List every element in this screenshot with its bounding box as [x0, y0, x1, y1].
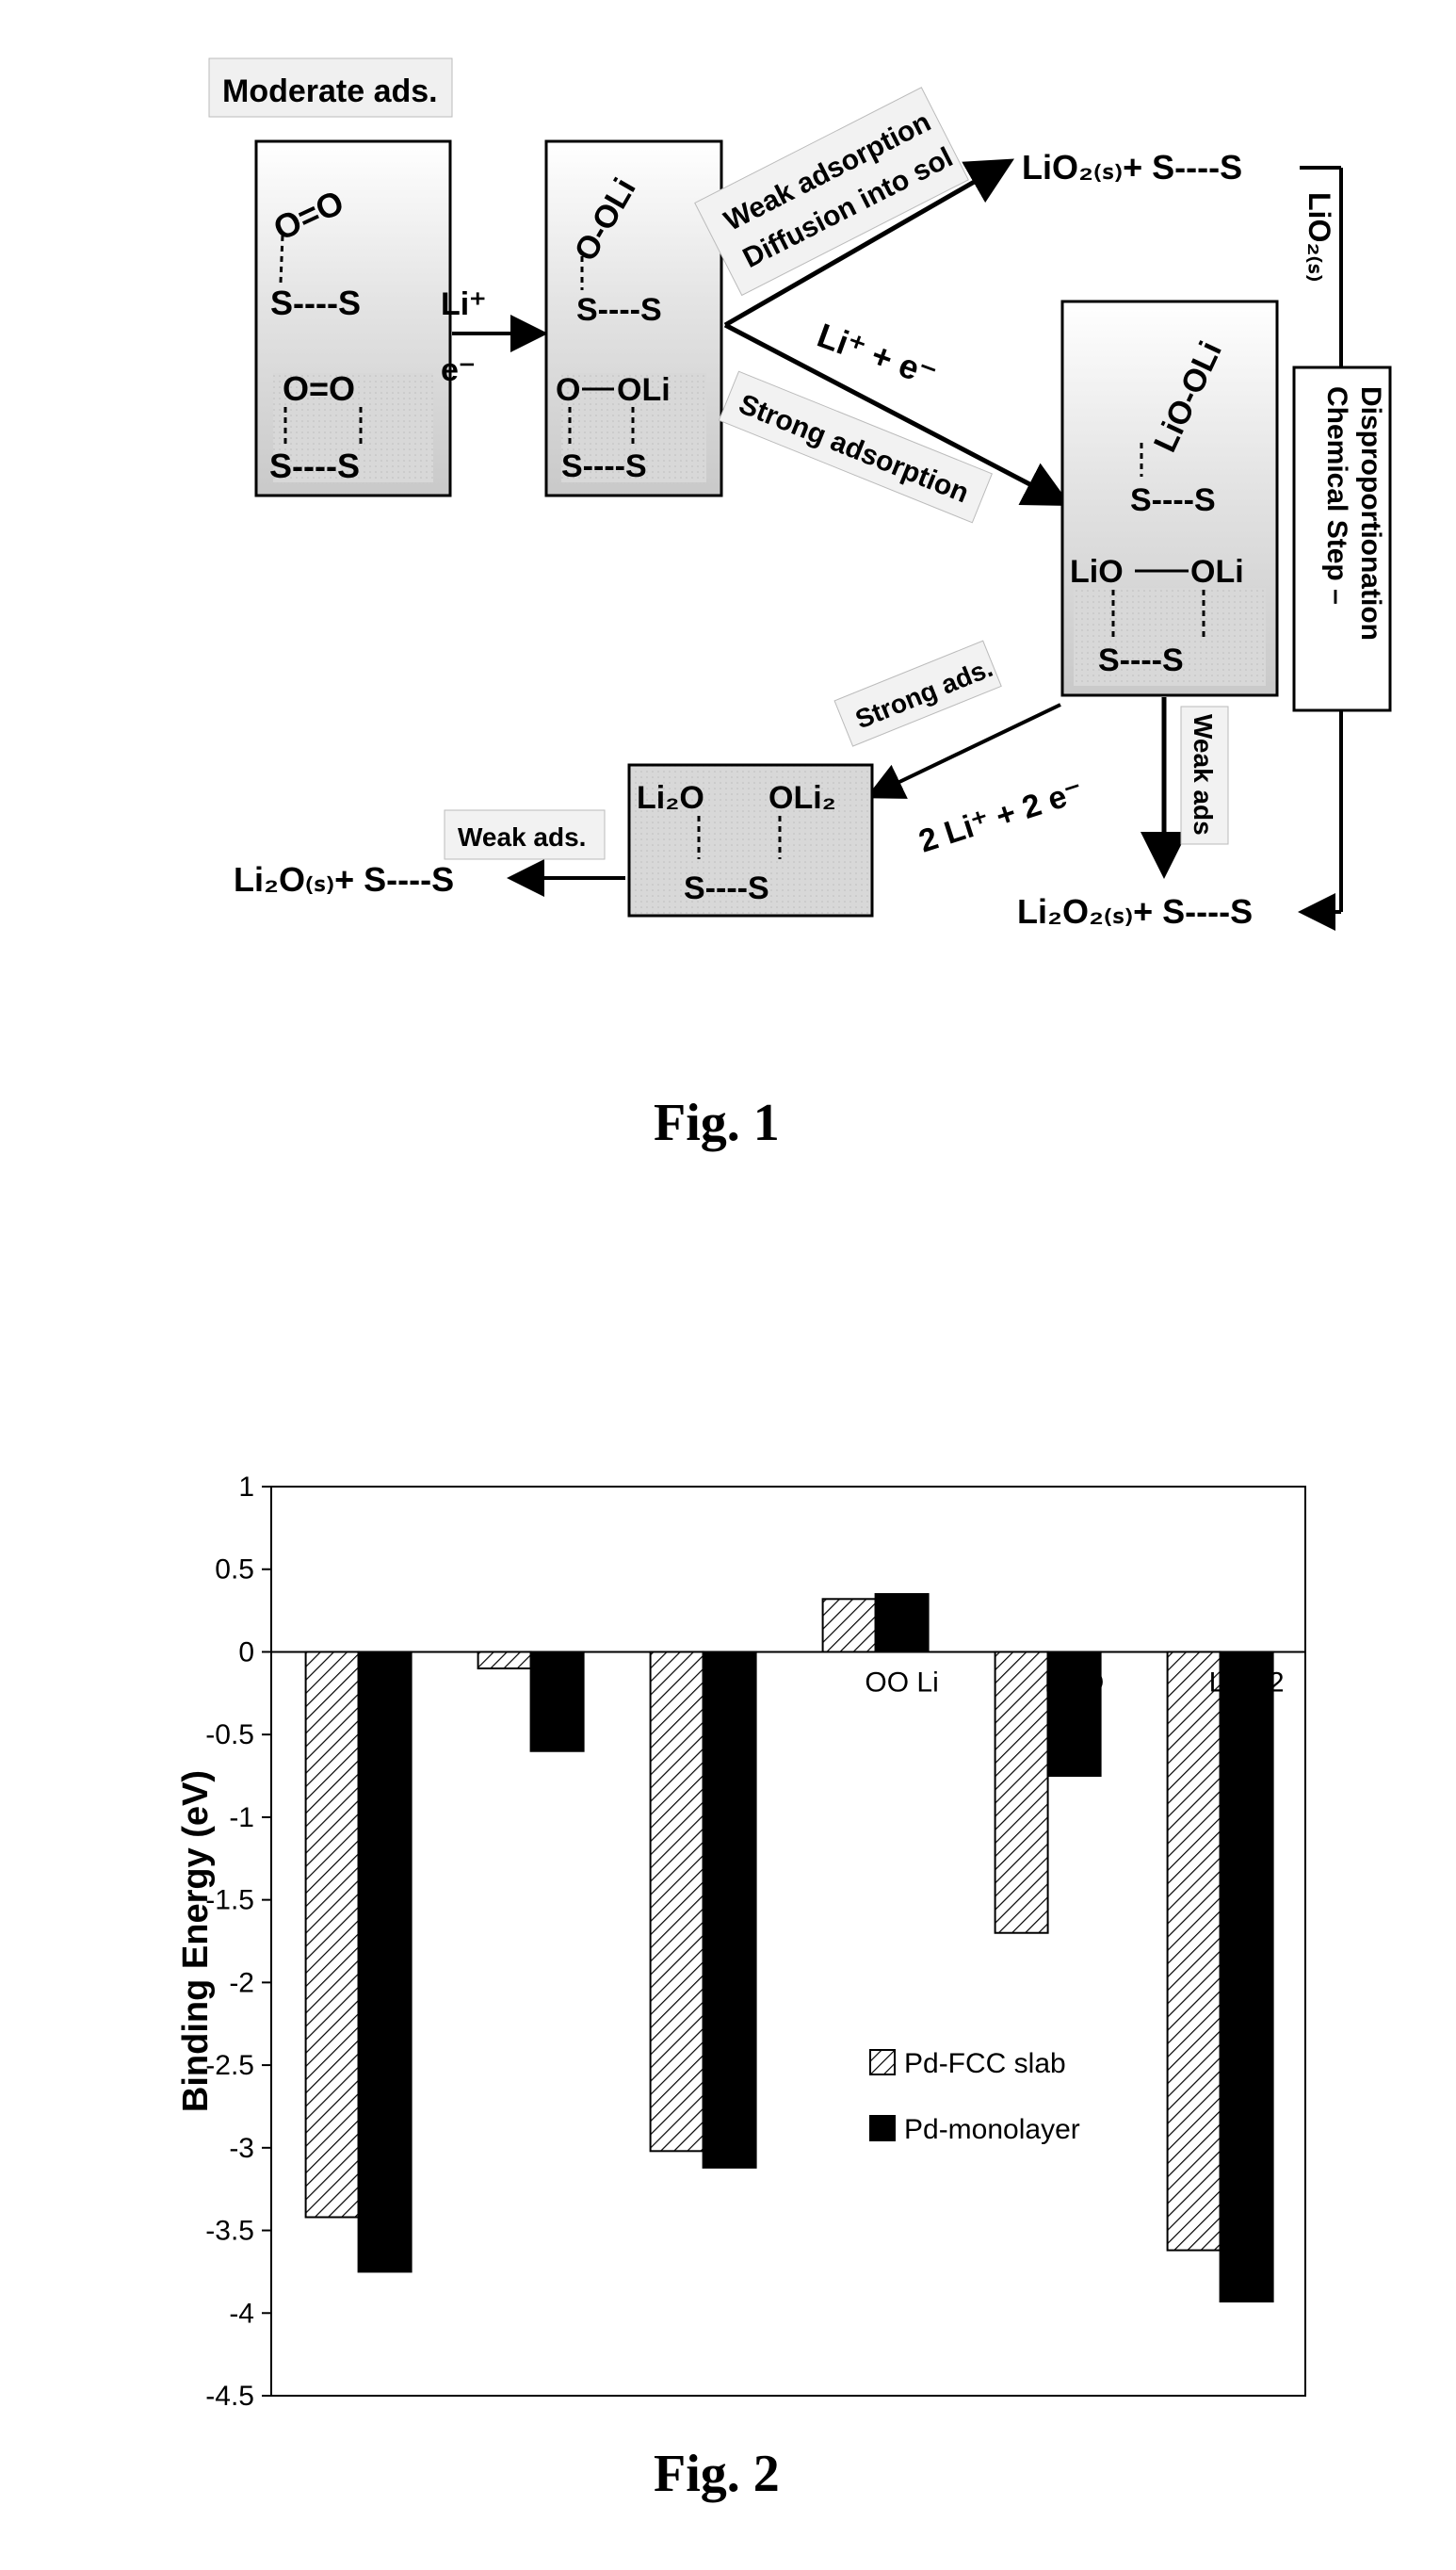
li2o-product-label: Li₂O₍ₛ₎+ S----S [234, 860, 454, 899]
bar-pd-fcc-slab [478, 1651, 531, 1668]
weak-ads-tag: Weak ads. [445, 810, 605, 859]
y-tick-label: -4 [229, 2298, 254, 2329]
li2o2-product-label: Li₂O₂₍ₛ₎+ S----S [1017, 892, 1253, 931]
box-o2-adsorbed: O=O S----S O=O S----S [256, 141, 450, 496]
oli-label: OLi [617, 372, 671, 408]
y-tick-label: 1 [238, 1472, 254, 1503]
category-label: O Li [704, 1667, 755, 1698]
arrow-li-e-step1: Li⁺ e⁻ [441, 286, 537, 388]
two-li-two-e-label: 2 Li⁺ + 2 e⁻ [914, 773, 1087, 860]
bar-pd-fcc-slab [651, 1651, 704, 2151]
lio2-product-label: LiO₂₍ₛ₎+ S----S [1022, 148, 1242, 187]
category-label: Li2O [1044, 1667, 1104, 1698]
figure2-caption: Fig. 2 [654, 2444, 780, 2504]
bar-pd-fcc-slab [306, 1651, 359, 2217]
s-s-label-box3: S----S [1130, 482, 1216, 518]
y-tick-label: 0.5 [215, 1554, 254, 1586]
box-lio2-adsorbed: O-OLi S----S O OLi S----S [546, 141, 721, 496]
figure1-caption: Fig. 1 [654, 1093, 780, 1153]
weak-ads-label: Weak ads. [458, 822, 586, 852]
s-s-label-box4: S----S [684, 870, 769, 906]
legend-swatch [870, 2050, 895, 2074]
legend-label: Pd-monolayer [904, 2114, 1080, 2145]
s-s-bridge-box2: S----S [561, 448, 647, 484]
reaction-scheme-diagram: Moderate ads. O=O S----S O=O S----S Li⁺ … [0, 0, 1456, 1036]
oli-label-box3: OLi [1190, 554, 1244, 590]
bar-pd-monolayer [1221, 1651, 1273, 2302]
moderate-ads-tag: Moderate ads. [209, 58, 452, 117]
bar-pd-monolayer [876, 1594, 929, 1651]
bar-pd-monolayer [1048, 1651, 1101, 1776]
category-label: OO Li [865, 1667, 938, 1698]
y-tick-label: -3.5 [205, 2216, 254, 2247]
weak-ads-vertical-label: Weak ads [1189, 714, 1218, 836]
bar-pd-fcc-slab [1168, 1651, 1221, 2250]
y-tick-label: 0 [238, 1636, 254, 1667]
category-label: Li2O2 [1209, 1667, 1285, 1698]
y-tick-label: -2 [229, 1967, 254, 1998]
category-label: O [374, 1667, 396, 1698]
o2-bridge-label: O=O [283, 369, 355, 408]
chemical-step-label: Chemical Step – [1321, 386, 1352, 605]
s-s-bridge-box3: S----S [1098, 642, 1184, 678]
surface-s-s-bridge-label: S----S [269, 447, 360, 485]
e-minus-label: e⁻ [441, 352, 476, 388]
bar-pd-monolayer [704, 1651, 756, 2167]
y-tick-label: -1.5 [205, 1885, 254, 1916]
y-tick-label: -0.5 [205, 1719, 254, 1750]
bar-pd-monolayer [359, 1651, 412, 2271]
o-atom-label: O [556, 372, 580, 408]
li-plus-label: Li⁺ [441, 286, 486, 322]
disproportionation-label: Disproportionation [1355, 386, 1386, 641]
surface-s-s-label: S----S [270, 284, 361, 322]
y-tick-label: -2.5 [205, 2050, 254, 2081]
bar-pd-monolayer [531, 1651, 584, 1750]
bar-pd-fcc-slab [995, 1651, 1048, 1932]
s-s-label-box2: S----S [576, 292, 662, 328]
y-tick-label: -3 [229, 2133, 254, 2164]
y-tick-label: -4.5 [205, 2381, 254, 2412]
strong-ads-tag: Strong ads. [834, 641, 1001, 746]
box-li2o2-adsorbed: LiO-OLi S----S LiO OLi S----S [1062, 301, 1277, 695]
legend-swatch [870, 2116, 895, 2140]
category-label: OO [535, 1667, 579, 1698]
y-axis-label: Binding Energy (eV) [176, 1770, 216, 2112]
moderate-ads-label: Moderate ads. [222, 73, 438, 109]
chart-plot-area: 1 0.5 0 -0.5 -1 -1.5 -2 -2.5 -3 -3.5 -4 -4.5 Binding… [176, 1472, 1305, 2412]
lio2-side-label: LiO₂₍ₛ₎ [1302, 192, 1336, 282]
bar-pd-fcc-slab [823, 1599, 876, 1651]
y-tick-label: -1 [229, 1802, 254, 1833]
chemical-step-box: Chemical Step – Disproportionation [1294, 367, 1390, 710]
strong-adsorption-label: Strong adsorption [735, 388, 973, 509]
plot-frame [271, 1487, 1305, 2396]
legend-label: Pd-FCC slab [904, 2048, 1066, 2079]
oli2-label: OLi₂ [768, 780, 836, 816]
lio-label: LiO [1070, 554, 1124, 590]
li2o-label: Li₂O [637, 780, 704, 816]
weak-ads-vertical-tag: Weak ads [1181, 707, 1228, 844]
box-li2o-adsorbed: Li₂O OLi₂ S----S [629, 765, 872, 916]
